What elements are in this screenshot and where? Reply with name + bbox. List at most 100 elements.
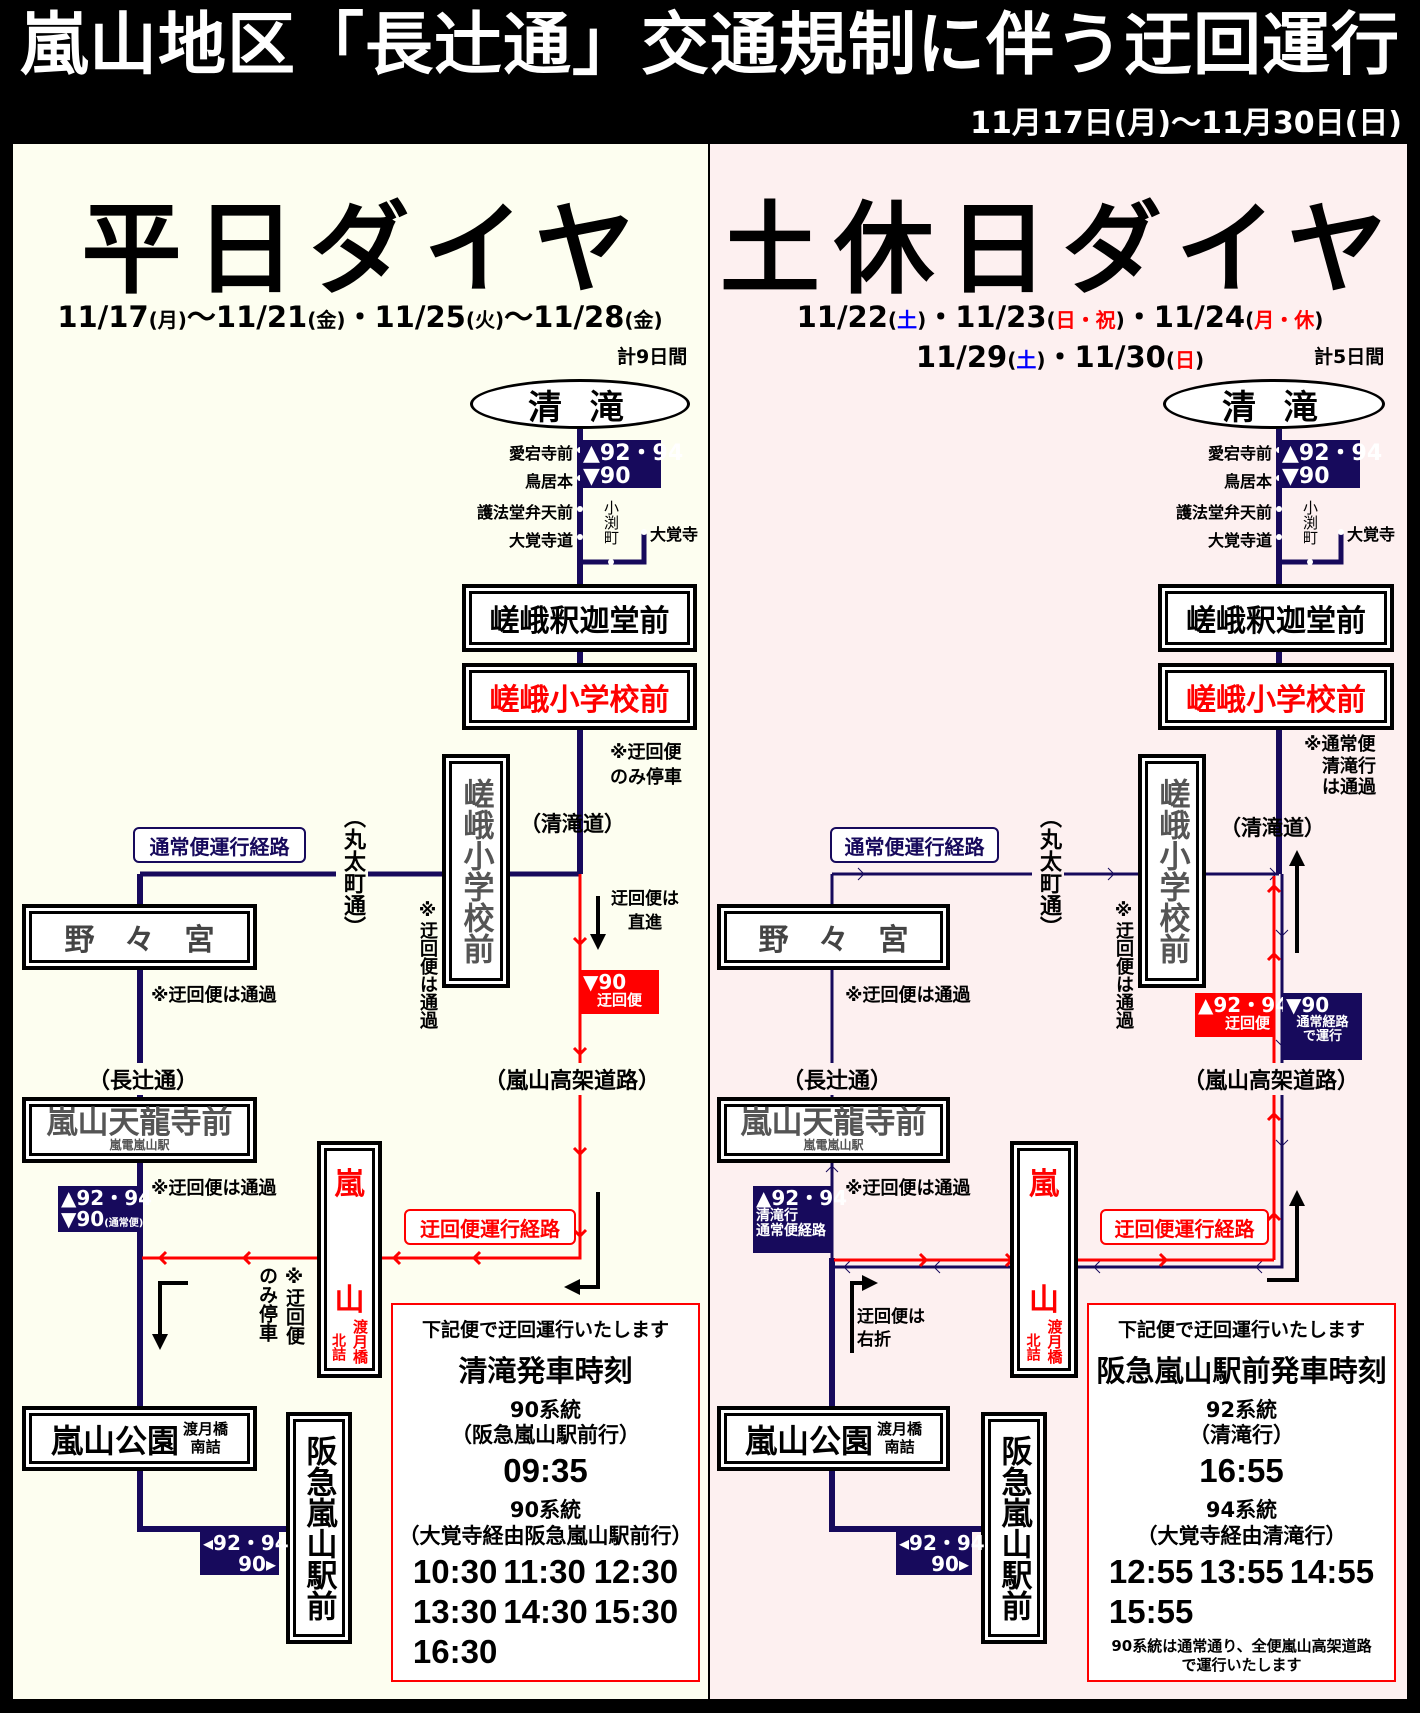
holiday-normal-badge: ▼90 通常経路 で運行 <box>1283 993 1362 1060</box>
badge-line: 通常便経路 <box>756 1222 826 1239</box>
stop-label: 護法堂弁天前 <box>1175 503 1272 522</box>
turn-note: 迂回便は 右折 <box>857 1307 925 1350</box>
holiday-stop-shogakko-marutamachi[interactable]: 嵯峨小学校前 <box>1138 754 1206 988</box>
badge-line: ◂92・94 <box>899 1531 985 1555</box>
holiday-stop-shakado[interactable]: 嵯峨釈迦堂前 <box>1158 584 1394 652</box>
kobuchi-label: 小渕町 <box>602 500 620 545</box>
weekday-schedule-box: 下記便で迂回運行いたします 清滝発車時刻 90系統（阪急嵐山駅前行） 09:35… <box>391 1303 700 1682</box>
badge-line: 迂回便 <box>1224 1014 1270 1032</box>
holiday-total-days: 計5日間 <box>1314 346 1385 368</box>
date-segment: 〜11/28 <box>504 300 625 334</box>
arashiyama-sub: 渡月橋 <box>1045 1319 1064 1364</box>
date-segment: ) <box>1115 308 1125 332</box>
date-segment: ) <box>917 308 927 332</box>
date-segment: ・11/23 <box>926 300 1047 334</box>
route-destination: （清滝行） <box>1189 1423 1294 1448</box>
schedule-intro: 下記便で迂回運行いたします <box>421 1319 669 1341</box>
holiday-terminal-kiyotaki[interactable]: 清 滝 <box>1163 379 1385 429</box>
stop-label: 護法堂弁天前 <box>476 503 573 522</box>
nagatsuji-label: （長辻通） <box>88 1063 199 1095</box>
arashiyama-char: 山 <box>1029 1283 1059 1318</box>
period-text: 11月17日(月)〜11月30日(日) <box>970 106 1402 141</box>
badge-line: 90▸ <box>238 1552 276 1576</box>
date-segment: ) <box>1314 308 1324 332</box>
weekday-stop-koen[interactable]: 嵐山公園 渡月橋南詰 <box>22 1406 257 1471</box>
weekday-total-days: 計9日間 <box>617 346 688 368</box>
badge-line: ▲92・94 <box>583 441 684 466</box>
date-segment: 日 <box>1174 348 1195 372</box>
holiday-direction-arrows <box>850 850 1305 1353</box>
badge-line-small: (通常便) <box>104 1218 144 1229</box>
weekday-stop-hankyu[interactable]: 阪急嵐山駅前 <box>286 1412 352 1644</box>
weekday-stop-nonomiya[interactable]: 野 々 宮 <box>22 904 257 970</box>
koen-sub: 南詰 <box>190 1437 221 1456</box>
koen-sub: 渡月橋 <box>877 1420 923 1439</box>
stop-label: 愛宕寺前 <box>508 444 573 463</box>
weekday-stop-shogakko-marutamachi[interactable]: 嵯峨小学校前 <box>442 754 510 988</box>
date-segment: ) <box>1194 348 1205 372</box>
date-segment: ( <box>887 308 898 332</box>
badge-line: ▼90 <box>583 970 627 994</box>
badge-line: 90▸ <box>931 1552 969 1576</box>
date-segment: 11/17 <box>57 300 149 334</box>
weekday-stop-tenryuji[interactable]: 嵐山天龍寺前 嵐電嵐山駅 <box>22 1097 257 1163</box>
holiday-stop-nonomiya[interactable]: 野 々 宮 <box>717 904 950 970</box>
weekday-stop-shakado[interactable]: 嵯峨釈迦堂前 <box>462 584 697 652</box>
weekday-stop-shogakko[interactable]: 嵯峨小学校前 <box>462 663 697 730</box>
date-segment: 〜11/21 <box>186 300 308 334</box>
weekday-stop-arashiyama[interactable]: 嵐 山 北詰 渡月橋 <box>317 1141 382 1378</box>
straight-note: 迂回便は 直進 <box>611 889 679 933</box>
holiday-stop-tenryuji[interactable]: 嵐山天龍寺前 嵐電嵐山駅 <box>717 1097 950 1163</box>
daikakuji-label: 大覚寺 <box>1347 525 1396 544</box>
stop-label: 鳥居本 <box>1223 472 1272 491</box>
weekday-direction-arrows <box>152 896 606 1350</box>
departure-time: 09:35 <box>503 1452 588 1490</box>
holiday-normal-route-label: 通常便運行経路 <box>830 827 999 863</box>
schedule-heading: 清滝発車時刻 <box>458 1354 633 1388</box>
badge-line: ▼90 <box>1286 993 1330 1017</box>
badge-line: ▼90 <box>1282 464 1330 490</box>
tenryuji-subname: 嵐電嵐山駅 <box>803 1137 864 1152</box>
stop-label: 大覚寺道 <box>508 531 573 550</box>
weekday-detour-route-label: 迂回便運行経路 <box>404 1209 576 1245</box>
departure-time: 15:30 <box>593 1592 679 1630</box>
schedule-group: 90系統（阪急嵐山駅前行） <box>393 1398 698 1448</box>
holiday-shogakko-vertical-note: ※迂回便は通過 <box>1113 900 1134 1029</box>
arashiyama-char: 嵐 <box>1029 1167 1059 1202</box>
departure-time: 13:30 <box>412 1592 498 1630</box>
arashiyama-char: 嵐 <box>334 1167 365 1202</box>
departure-time: 10:30 <box>412 1552 498 1590</box>
schedule-intro: 下記便で迂回運行いたします <box>1117 1319 1365 1341</box>
holiday-dates-line1: 11/22(土)・11/23(日・祝)・11/24(月・休) <box>720 294 1400 336</box>
weekday-normal-route-label: 通常便運行経路 <box>133 827 306 863</box>
badge-line: ▲92・94 <box>756 1186 848 1210</box>
holiday-detour-badge: ▲92・94 迂回便 <box>1195 993 1289 1037</box>
koen-sub: 渡月橋 <box>183 1420 229 1439</box>
date-segment: 月・休 <box>1254 308 1315 332</box>
koen-sub: 南詰 <box>884 1437 915 1456</box>
weekday-tenryuji-note: ※迂回便は通過 <box>151 1178 277 1199</box>
badge-line: 通常経路 <box>1296 1015 1349 1030</box>
holiday-stop-arashiyama[interactable]: 嵐 山 北詰 渡月橋 <box>1010 1141 1078 1378</box>
holiday-stop-shogakko[interactable]: 嵯峨小学校前 <box>1158 663 1394 730</box>
date-segment: ・11/25 <box>345 300 466 334</box>
holiday-stop-koen[interactable]: 嵐山公園 渡月橋南詰 <box>717 1406 950 1471</box>
koka-road-label: （嵐山高架道路） <box>1183 1063 1360 1095</box>
route-number: 90系統 <box>509 1398 582 1422</box>
departure-time: 14:55 <box>1289 1552 1375 1590</box>
date-segment: ・11/30 <box>1045 340 1166 374</box>
weekday-route-badge-top: ▲92・94 ▼90 <box>580 440 684 488</box>
weekday-terminal-kiyotaki[interactable]: 清 滝 <box>470 379 690 429</box>
weekday-arashiyama-note: ※迂回便のみ停車 <box>256 1266 305 1345</box>
tenryuji-name: 嵐山天龍寺前 <box>46 1104 233 1141</box>
date-segment: ・11/24 <box>1124 300 1246 334</box>
schedule-heading: 阪急嵐山駅前発車時刻 <box>1096 1354 1387 1388</box>
badge-line: ▲92・94 <box>1282 441 1383 466</box>
date-segment: 土 <box>897 308 918 332</box>
holiday-stop-hankyu[interactable]: 阪急嵐山駅前 <box>981 1412 1047 1644</box>
departure-time: 12:30 <box>593 1552 679 1590</box>
date-segment: 日・祝 <box>1055 308 1116 332</box>
departure-times: 16:55 <box>1089 1452 1394 1490</box>
